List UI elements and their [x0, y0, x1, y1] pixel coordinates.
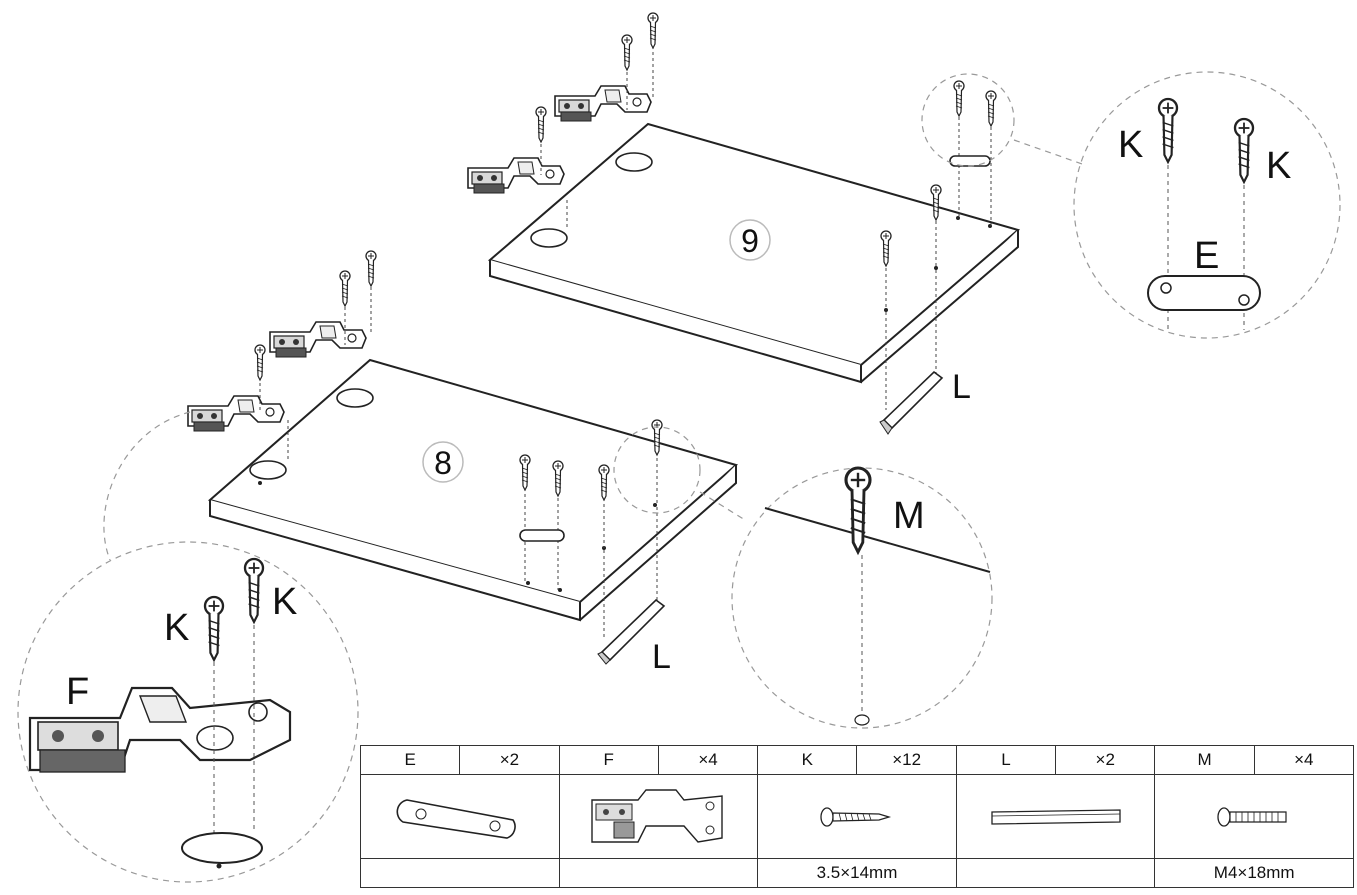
callout-hinge-detail: [17, 411, 359, 883]
label-hinge-k-right: K: [272, 581, 297, 623]
part-e: E ×2: [361, 746, 560, 887]
part-qty: ×2: [1095, 750, 1115, 769]
plate-e-board9: [949, 155, 991, 167]
hinge-board9-bottom: [467, 157, 565, 194]
label-hinge-k-left: K: [164, 607, 189, 649]
label-rail-l-upper: L: [952, 368, 971, 406]
rail-l-lower: [597, 598, 666, 665]
part-qty: ×4: [1294, 750, 1314, 769]
part-spec: [560, 859, 758, 887]
plate-e-board8: [519, 529, 565, 542]
hinge-board8-bottom: [187, 395, 285, 432]
part-l: L ×2: [956, 746, 1156, 887]
part-spec: [361, 859, 559, 887]
part-code: F: [560, 746, 659, 774]
hinge-board8-top: [269, 321, 367, 358]
rail-l-upper: [879, 370, 944, 435]
hinge-icon: [559, 775, 758, 859]
svg-text:8: 8: [434, 445, 452, 481]
part-code: M: [1155, 746, 1255, 774]
connector-plate-icon: [361, 775, 559, 859]
part-k: K ×12 3.5×14mm: [758, 746, 957, 887]
part-spec: [957, 859, 1155, 887]
part-qty: ×12: [892, 750, 922, 769]
part-code: L: [957, 746, 1057, 774]
label-plate-k-left: K: [1118, 124, 1143, 166]
label-rail-l-lower: L: [652, 638, 671, 676]
label-plate-e: E: [1194, 235, 1219, 277]
part-spec: 3.5×14mm: [816, 863, 898, 882]
wood-screw-icon: [758, 775, 956, 859]
part-m: M ×4 M4×18mm: [1155, 746, 1353, 887]
part-qty: ×4: [698, 750, 718, 769]
parts-table: E ×2 F ×4 K ×12 3.5×14mm L ×2 M ×4 M4×18mm: [360, 745, 1354, 888]
part-code: E: [361, 746, 461, 774]
board-number-8: 8: [422, 441, 464, 483]
part-spec: M4×18mm: [1213, 863, 1295, 882]
callout-screw-m-detail: [613, 426, 993, 729]
hinge-board9-top: [554, 85, 652, 122]
label-screw-m: M: [893, 495, 925, 537]
label-plate-k-right: K: [1266, 145, 1291, 187]
label-hinge-f: F: [66, 671, 89, 713]
part-code: K: [758, 746, 858, 774]
part-qty: ×2: [499, 750, 520, 769]
board-number-9: 9: [729, 219, 771, 261]
part-f: F ×4: [559, 746, 759, 887]
callout-plate-detail: [921, 71, 1341, 339]
svg-text:9: 9: [741, 223, 759, 259]
machine-screw-icon: [1155, 775, 1353, 859]
rail-icon: [956, 775, 1155, 859]
